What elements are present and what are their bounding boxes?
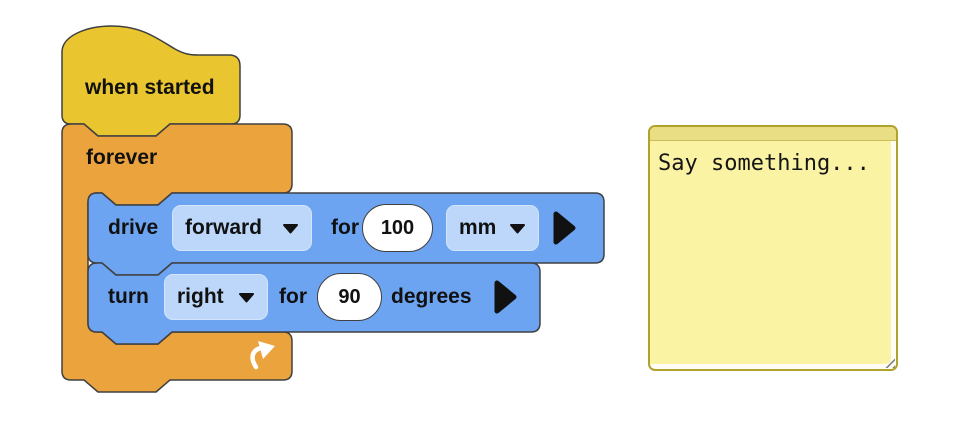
forever-label: forever: [86, 146, 158, 169]
drive-unit-value: mm: [459, 216, 497, 239]
drive-unit-dropdown[interactable]: mm: [446, 205, 539, 251]
turn-direction-value: right: [177, 285, 224, 308]
turn-block[interactable]: [87, 262, 541, 345]
turn-for-label: for: [279, 285, 307, 308]
turn-verb-label: turn: [108, 285, 149, 308]
drive-verb-label: drive: [108, 216, 159, 239]
when-started-label: when started: [85, 76, 215, 99]
drive-direction-value: forward: [185, 216, 263, 239]
drive-distance-input[interactable]: 100: [362, 204, 433, 252]
turn-angle-input[interactable]: 90: [317, 273, 382, 321]
caret-down-icon: [283, 223, 298, 233]
drive-expand-arrow-icon[interactable]: [552, 209, 578, 247]
comment-note[interactable]: Say something...: [648, 125, 898, 371]
caret-down-icon: [239, 292, 254, 302]
comment-resize-handle[interactable]: [881, 354, 895, 368]
comment-drag-handle[interactable]: [650, 127, 896, 141]
comment-text[interactable]: Say something...: [658, 151, 870, 176]
turn-expand-arrow-icon[interactable]: [493, 278, 519, 316]
drive-for-label: for: [331, 216, 359, 239]
turn-direction-dropdown[interactable]: right: [164, 274, 268, 320]
turn-degrees-label: degrees: [391, 285, 472, 308]
loop-arrow-icon: [250, 341, 275, 370]
drive-direction-dropdown[interactable]: forward: [172, 205, 312, 251]
caret-down-icon: [510, 223, 525, 233]
